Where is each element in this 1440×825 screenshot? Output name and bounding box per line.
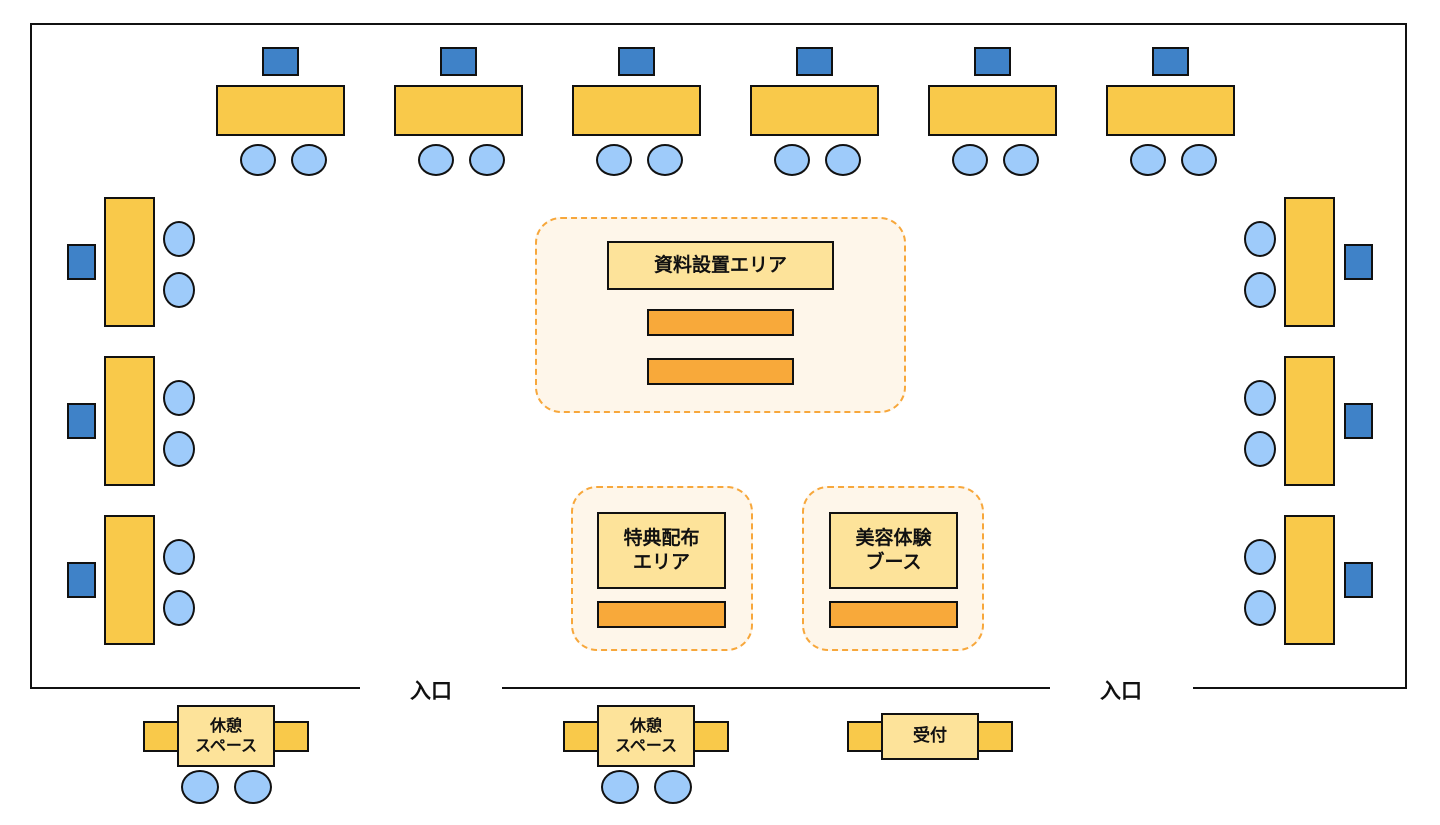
hall-wall-bottom-right [1193,687,1407,689]
top-booth-4-chair-1 [774,144,810,176]
left-booth-2-stool [67,403,96,439]
top-booth-5-chair-1 [952,144,988,176]
entrance-label-right: 入口 [1100,679,1142,703]
left-booth-1-stool [67,244,96,280]
rest-space-1-side-left [143,721,179,752]
left-booth-2-chair-2 [163,431,195,467]
hall-wall-bottom-middle [502,687,1050,689]
top-booth-1-stool [262,47,299,76]
top-booth-2-table [394,85,523,136]
right-booth-3-chair-1 [1244,539,1276,575]
right-booth-3-chair-2 [1244,590,1276,626]
left-booth-3-chair-2 [163,590,195,626]
right-booth-2-table [1284,356,1335,486]
hall-wall-left [30,23,32,689]
gift-counter [597,601,726,628]
left-booth-2-chair-1 [163,380,195,416]
top-booth-6-stool [1152,47,1189,76]
top-booth-6-chair-1 [1130,144,1166,176]
top-booth-3-stool [618,47,655,76]
top-booth-2-chair-1 [418,144,454,176]
top-booth-2-chair-2 [469,144,505,176]
rest-space-2-side-left [563,721,599,752]
rest-space-1-line1: 休憩 [209,716,242,735]
left-booth-2-table [104,356,155,486]
right-booth-2-stool [1344,403,1373,439]
top-booth-3-chair-1 [596,144,632,176]
right-booth-1-table [1284,197,1335,327]
rest-space-1-label: 休憩 スペース [177,705,275,767]
gift-area-label: 特典配布 エリア [597,512,726,589]
top-booth-1-table [216,85,345,136]
top-booth-3-table [572,85,701,136]
top-booth-4-table [750,85,879,136]
hall-wall-top [30,23,1407,25]
top-booth-1-chair-2 [291,144,327,176]
top-booth-3-chair-2 [647,144,683,176]
right-booth-2-chair-2 [1244,431,1276,467]
top-booth-5-chair-2 [1003,144,1039,176]
rest-space-1-chair-1 [181,770,219,804]
materials-counter-2 [647,358,794,385]
reception-label: 受付 [881,713,979,760]
reception-side-left [847,721,883,752]
beauty-booth-label: 美容体験 ブース [829,512,958,589]
gift-area-label-line2: エリア [632,550,690,573]
beauty-booth-label-line2: ブース [865,550,922,573]
beauty-counter [829,601,958,628]
materials-counter-1 [647,309,794,336]
right-booth-1-chair-1 [1244,221,1276,257]
rest-space-2-line2: スペース [614,736,678,755]
right-booth-1-stool [1344,244,1373,280]
hall-wall-right [1405,23,1407,689]
top-booth-6-chair-2 [1181,144,1217,176]
top-booth-1-chair-1 [240,144,276,176]
reception-side-right [977,721,1013,752]
right-booth-3-table [1284,515,1335,645]
top-booth-6-table [1106,85,1235,136]
rest-space-2-chair-1 [601,770,639,804]
left-booth-1-table [104,197,155,327]
hall-wall-bottom-left [30,687,360,689]
top-booth-5-stool [974,47,1011,76]
rest-space-1-side-right [273,721,309,752]
materials-area-label: 資料設置エリア [607,241,834,290]
top-booth-2-stool [440,47,477,76]
right-booth-1-chair-2 [1244,272,1276,308]
left-booth-1-chair-2 [163,272,195,308]
rest-space-2-chair-2 [654,770,692,804]
top-booth-4-chair-2 [825,144,861,176]
top-booth-4-stool [796,47,833,76]
rest-space-2-label: 休憩 スペース [597,705,695,767]
left-booth-3-stool [67,562,96,598]
rest-space-1-line2: スペース [194,736,258,755]
rest-space-2-side-right [693,721,729,752]
left-booth-3-table [104,515,155,645]
left-booth-3-chair-1 [163,539,195,575]
rest-space-1-chair-2 [234,770,272,804]
right-booth-3-stool [1344,562,1373,598]
right-booth-2-chair-1 [1244,380,1276,416]
gift-area-label-line1: 特典配布 [623,526,700,549]
left-booth-1-chair-1 [163,221,195,257]
rest-space-2-line1: 休憩 [629,716,662,735]
beauty-booth-label-line1: 美容体験 [855,526,932,549]
entrance-label-left: 入口 [410,679,452,703]
top-booth-5-table [928,85,1057,136]
